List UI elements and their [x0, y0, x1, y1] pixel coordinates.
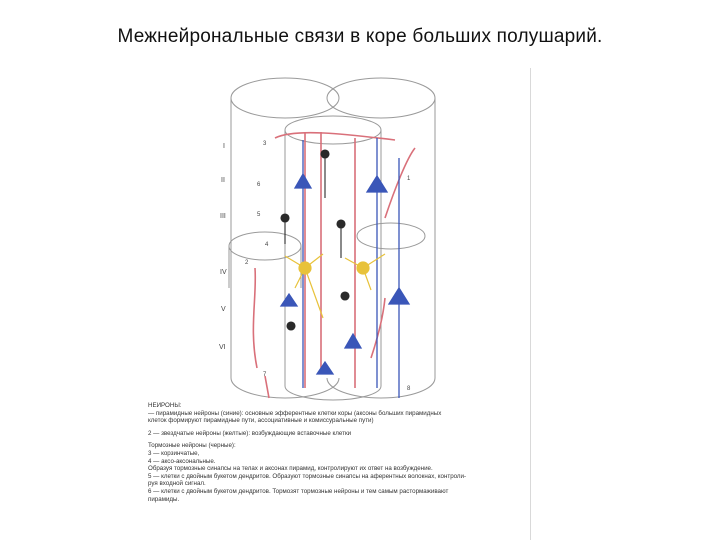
legend-line: 4 — аксо-аксональные.	[148, 458, 518, 466]
divider-line	[530, 68, 531, 540]
right-inner-disc	[357, 223, 425, 249]
legend-line: пирамиды.	[148, 496, 518, 504]
legend-line: руя входной сигнал.	[148, 480, 518, 488]
legend-line: 2 — звездчатые нейроны (желтые): возбужд…	[148, 430, 518, 438]
cylinder-outlines	[229, 78, 435, 400]
right-cylinder-top	[327, 78, 435, 118]
number-label-1: 1	[407, 176, 411, 182]
legend-line: Образуя тормозные синапсы на телах и акс…	[148, 465, 518, 473]
diagram-legend: НЕЙРОНЫ: — пирамидные нейроны (синие): о…	[148, 402, 518, 503]
legend-heading: НЕЙРОНЫ:	[148, 402, 518, 410]
legend-line: 3 — корзинчатые,	[148, 450, 518, 458]
layer-label-2: II	[221, 177, 225, 184]
afferent-fibers	[253, 132, 415, 398]
number-labels: 3 6 5 4 2 1 7 8	[245, 141, 411, 392]
legend-line: клеток формируют пирамидные пути, ассоци…	[148, 417, 518, 425]
number-label-3: 3	[263, 141, 267, 147]
number-label-8: 8	[407, 386, 411, 392]
layer-label-5: V	[221, 306, 226, 313]
number-label-4: 4	[265, 242, 269, 248]
layer-label-4: IV	[220, 269, 227, 276]
left-cylinder-top	[231, 78, 339, 118]
legend-line: — пирамидные нейроны (синие): основные э…	[148, 410, 518, 418]
legend-line: Тормозные нейроны (черные):	[148, 442, 518, 450]
number-label-2: 2	[245, 260, 249, 266]
layer-label-1: I	[223, 143, 225, 150]
center-cylinder-top	[285, 116, 381, 144]
layer-label-6: VI	[219, 344, 226, 351]
layer-label-3: III	[220, 213, 226, 220]
stellate-neurons	[285, 254, 385, 318]
number-label-5: 5	[257, 212, 261, 218]
slide-title: Межнейрональные связи в коре больших пол…	[0, 26, 720, 48]
legend-line: 5 — клетки с двойным букетом дендритов. …	[148, 473, 518, 481]
layer-labels: I II III IV V VI	[219, 143, 227, 351]
legend-line: 6 — клетки с двойным букетом дендритов. …	[148, 488, 518, 496]
number-label-6: 6	[257, 182, 261, 188]
